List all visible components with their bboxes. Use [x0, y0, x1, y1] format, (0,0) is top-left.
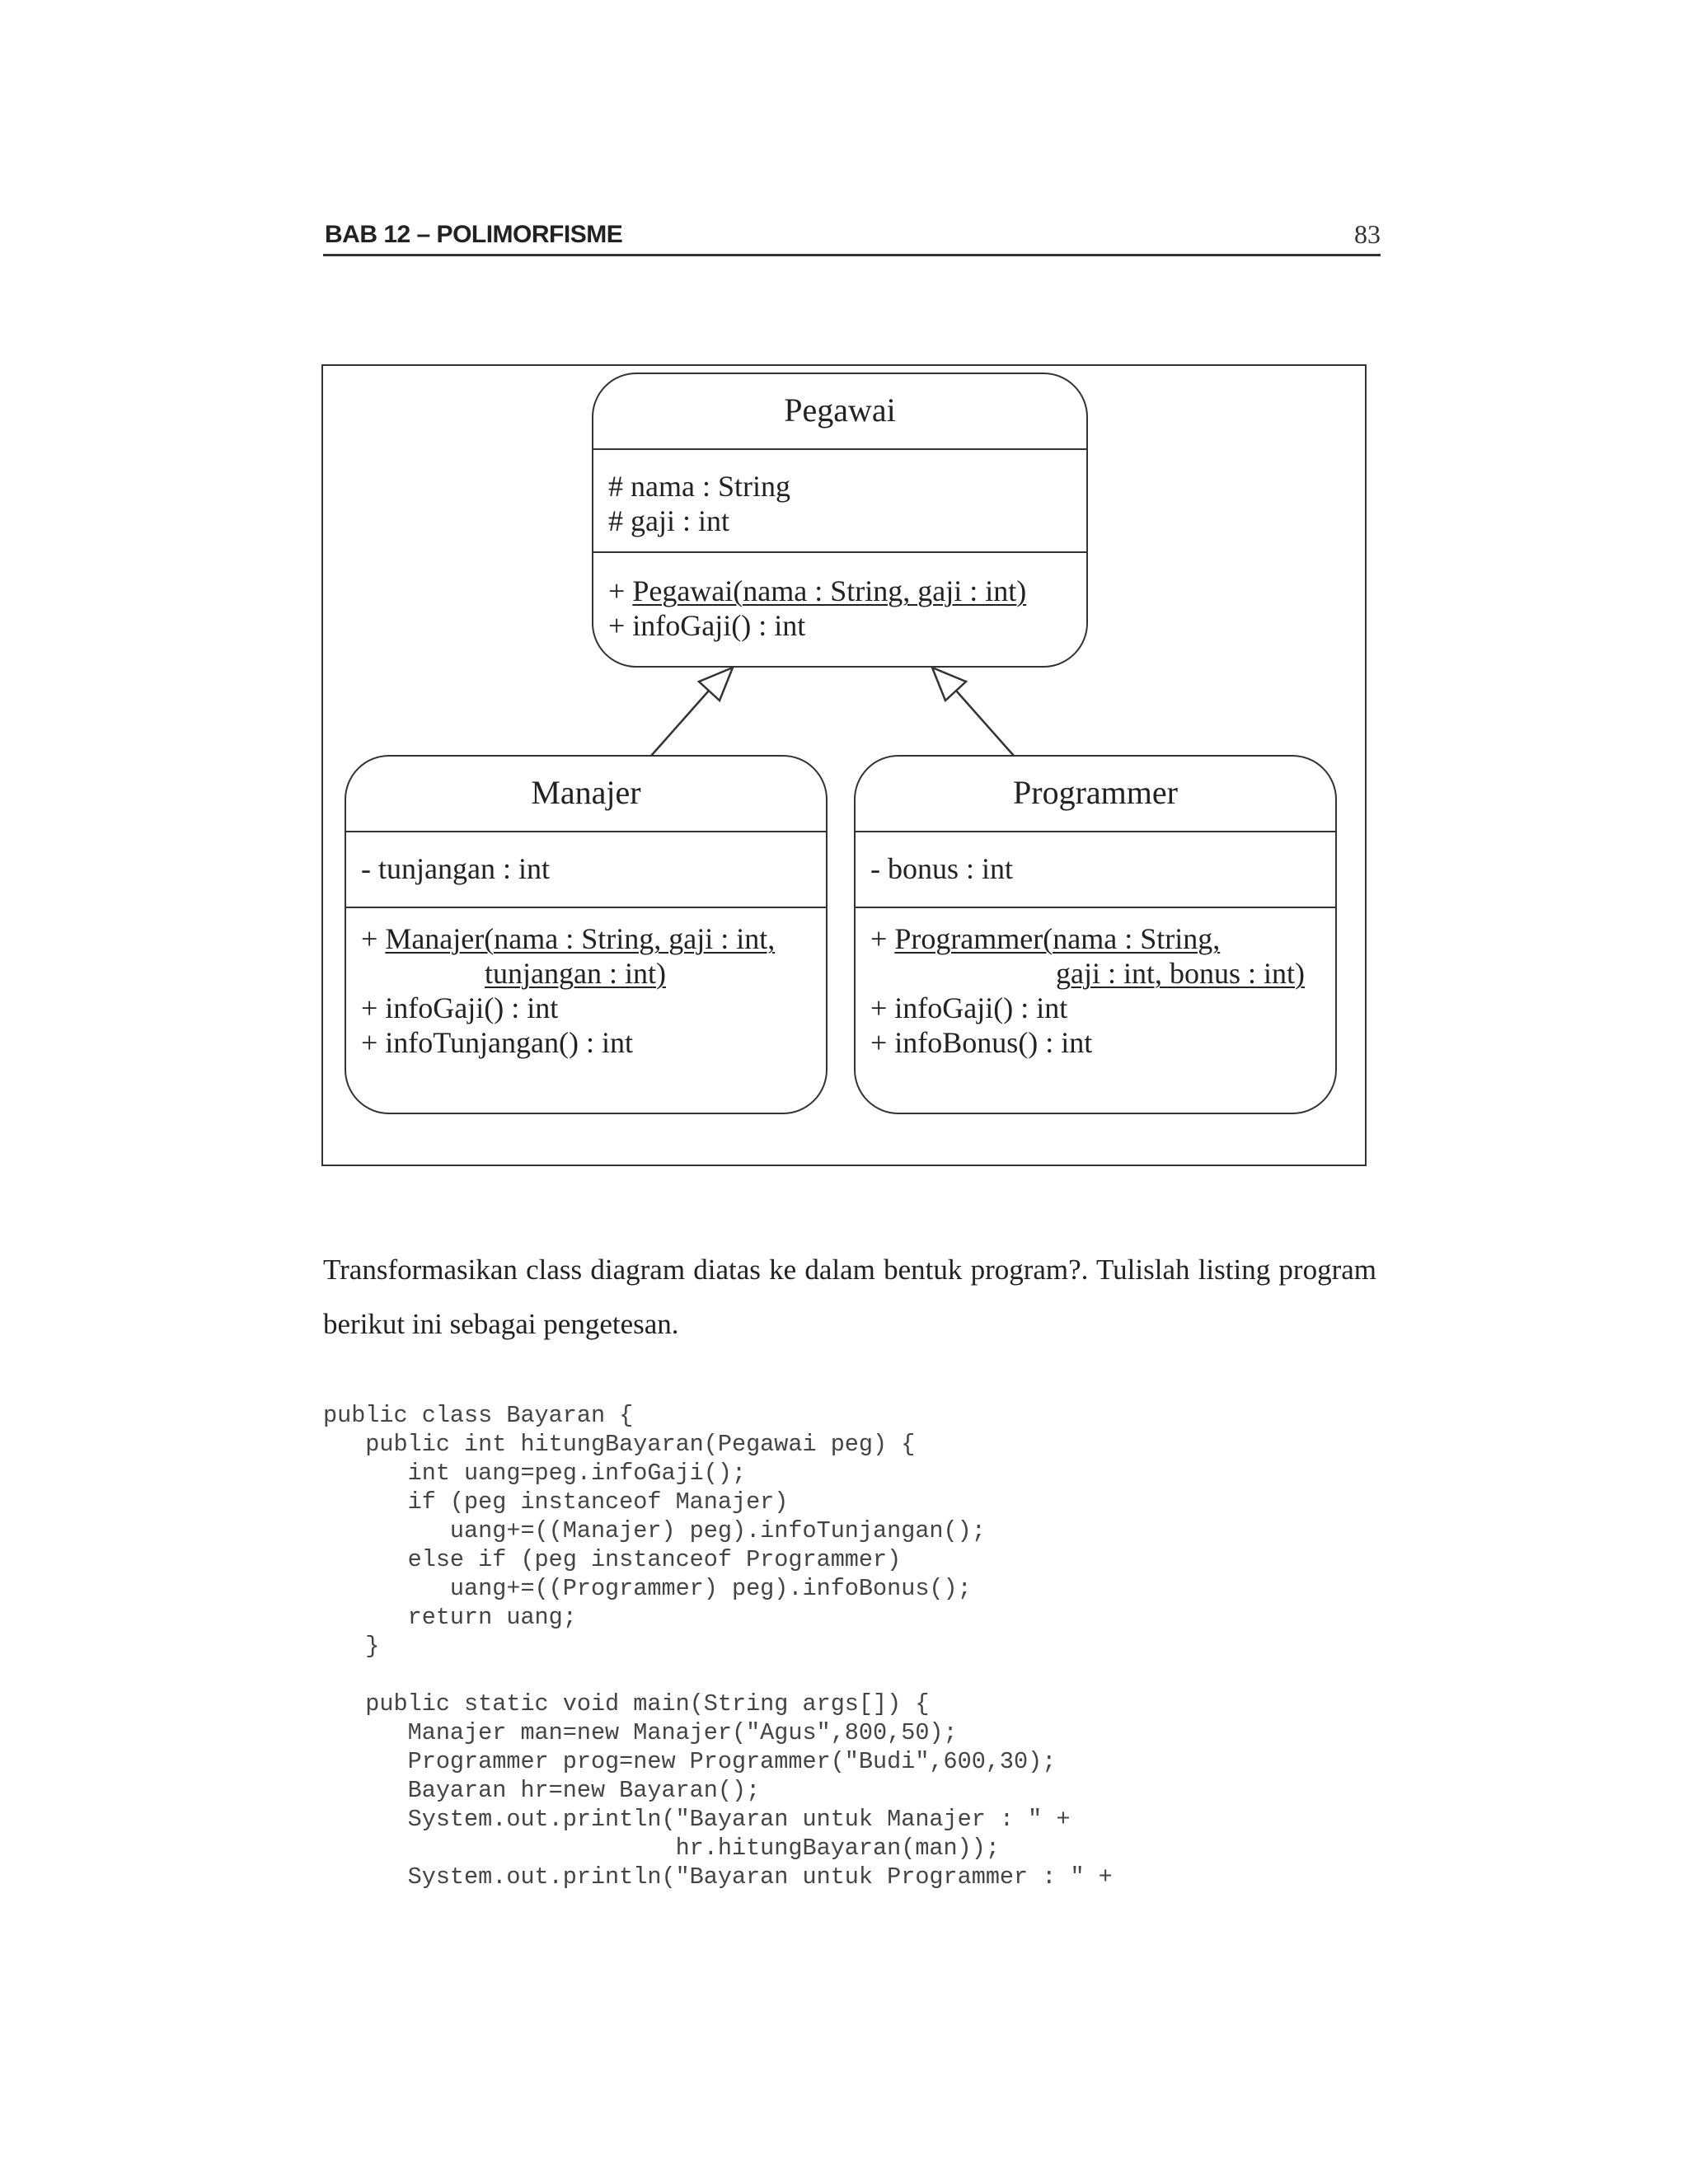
code-line: Bayaran hr=new Bayaran(); [323, 1777, 761, 1804]
constructor-programmer-line1: + Programmer(nama : String, [870, 921, 1220, 956]
class-divider [856, 907, 1335, 908]
class-divider [593, 448, 1086, 450]
code-listing: public class Bayaran { public int hitung… [323, 1401, 1113, 1891]
code-line: System.out.println("Bayaran untuk Manaje… [323, 1806, 1071, 1833]
method-infogaji: + infoGaji() : int [870, 991, 1068, 1024]
attribute-bonus: - bonus : int [870, 852, 1014, 885]
class-divider [346, 831, 826, 832]
chapter-title: BAB 12 – POLIMORFISME [325, 221, 623, 248]
attribute-tunjangan: - tunjangan : int [361, 852, 550, 885]
code-line: System.out.println("Bayaran untuk Progra… [323, 1863, 1113, 1891]
constructor-signature: Programmer(nama : String, [894, 922, 1221, 955]
class-box-pegawai: Pegawai # nama : String # gaji : int + P… [592, 373, 1088, 668]
constructor-prefix: + [608, 574, 633, 607]
code-line: Manajer man=new Manajer("Agus",800,50); [323, 1719, 958, 1746]
class-box-manajer: Manajer - tunjangan : int + Manajer(nama… [345, 755, 828, 1114]
method-infogaji: + infoGaji() : int [608, 609, 806, 642]
code-line: public static void main(String args[]) { [323, 1690, 930, 1718]
code-line [323, 1661, 1113, 1690]
code-line: uang+=((Manajer) peg).infoTunjangan(); [323, 1517, 986, 1544]
page-header: BAB 12 – POLIMORFISME 83 [323, 219, 1381, 256]
code-line: else if (peg instanceof Programmer) [323, 1546, 902, 1573]
code-line: } [323, 1633, 380, 1660]
constructor-signature: Manajer(nama : String, gaji : int, [385, 922, 776, 955]
method-infogaji: + infoGaji() : int [361, 991, 559, 1024]
code-line: public class Bayaran { [323, 1402, 634, 1429]
class-divider [593, 551, 1086, 553]
constructor-pegawai: + Pegawai(nama : String, gaji : int) [608, 574, 1026, 608]
attribute-gaji: # gaji : int [608, 504, 729, 537]
constructor-signature: Pegawai(nama : String, gaji : int) [632, 574, 1027, 607]
class-box-programmer: Programmer - bonus : int + Programmer(na… [854, 755, 1337, 1114]
code-line: uang+=((Programmer) peg).infoBonus(); [323, 1575, 972, 1602]
code-line: return uang; [323, 1604, 577, 1631]
code-line: if (peg instanceof Manajer) [323, 1488, 789, 1516]
class-name-pegawai: Pegawai [784, 391, 896, 429]
class-name-programmer: Programmer [1013, 774, 1178, 811]
method-infobonus: + infoBonus() : int [870, 1026, 1093, 1059]
attribute-nama: # nama : String [608, 470, 790, 503]
class-divider [346, 907, 826, 908]
class-name-manajer: Manajer [531, 774, 641, 811]
code-line: public int hitungBayaran(Pegawai peg) { [323, 1431, 916, 1458]
page-number: 83 [1354, 219, 1381, 249]
constructor-signature-cont: gaji : int, bonus : int) [1056, 957, 1305, 990]
constructor-manajer-line1: + Manajer(nama : String, gaji : int, [361, 921, 775, 956]
code-line: int uang=peg.infoGaji(); [323, 1460, 747, 1487]
constructor-prefix: + [870, 922, 895, 955]
constructor-signature-cont: tunjangan : int) [485, 957, 666, 990]
constructor-prefix: + [361, 922, 386, 955]
code-line: hr.hitungBayaran(man)); [323, 1835, 1000, 1862]
constructor-manajer-line2: tunjangan : int) [485, 956, 666, 991]
method-infotunjangan: + infoTunjangan() : int [361, 1026, 633, 1059]
class-diagram-frame [321, 364, 1367, 1166]
constructor-programmer-line2: gaji : int, bonus : int) [1056, 956, 1305, 991]
code-line: Programmer prog=new Programmer("Budi",60… [323, 1748, 1057, 1775]
instruction-paragraph: Transformasikan class diagram diatas ke … [323, 1254, 1376, 1340]
class-divider [856, 831, 1335, 832]
